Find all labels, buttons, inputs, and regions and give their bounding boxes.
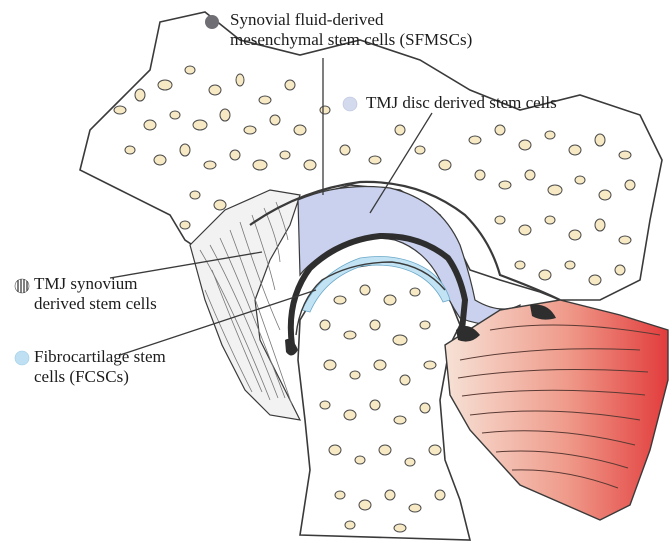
label-fcsc-line2: cells (FCSCs) <box>34 367 166 387</box>
label-disc: TMJ disc derived stem cells <box>366 93 557 113</box>
sfmsc-marker-icon <box>205 15 219 29</box>
joint-dark-piece-3 <box>285 339 298 356</box>
label-synovium: TMJ synovium derived stem cells <box>34 274 157 314</box>
label-sfmsc-line1: Synovial fluid-derived <box>230 10 472 30</box>
fcsc-marker-icon <box>15 351 29 365</box>
label-synovium-line2: derived stem cells <box>34 294 157 314</box>
label-fcsc: Fibrocartilage stem cells (FCSCs) <box>34 347 166 387</box>
disc-marker-icon <box>343 97 357 111</box>
label-disc-line1: TMJ disc derived stem cells <box>366 93 557 113</box>
label-synovium-line1: TMJ synovium <box>34 274 157 294</box>
label-fcsc-line1: Fibrocartilage stem <box>34 347 166 367</box>
synovium-marker-icon <box>15 279 29 293</box>
label-sfmsc: Synovial fluid-derived mesenchymal stem … <box>230 10 472 50</box>
label-sfmsc-line2: mesenchymal stem cells (SFMSCs) <box>230 30 472 50</box>
lateral-pterygoid-muscle <box>445 300 668 520</box>
